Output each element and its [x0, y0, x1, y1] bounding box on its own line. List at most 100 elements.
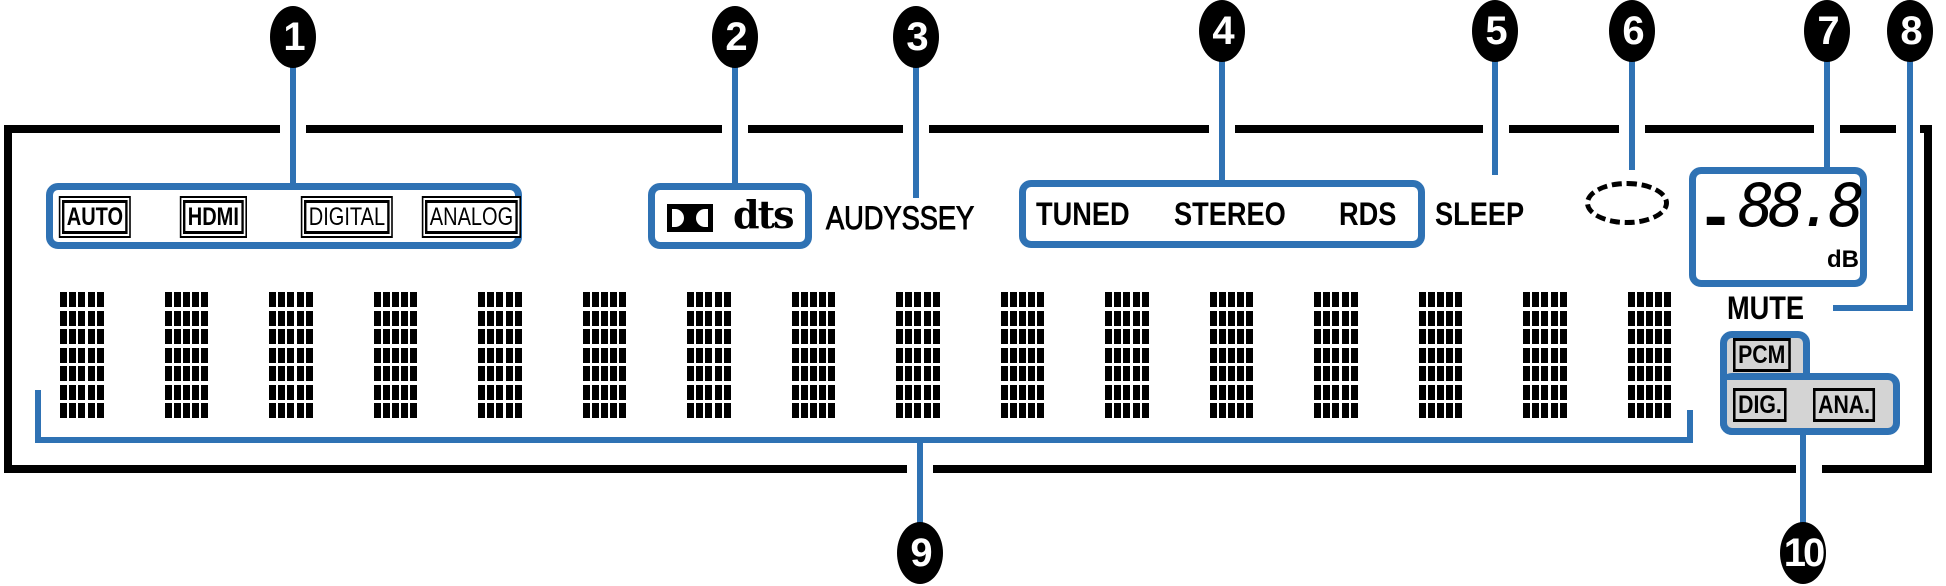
matrix-dot	[591, 403, 599, 418]
callout-line	[732, 60, 738, 186]
matrix-dot	[800, 310, 808, 326]
matrix-dot	[914, 403, 922, 418]
callout-4: 4	[1199, 0, 1245, 62]
matrix-dot	[1645, 310, 1653, 326]
matrix-dot	[1636, 310, 1644, 326]
matrix-dot	[696, 347, 704, 363]
matrix-dot	[1627, 384, 1635, 400]
matrix-dot	[401, 347, 409, 363]
indicator-tuned: TUNED	[1036, 196, 1130, 232]
indicator-analog: ANALOG	[423, 198, 520, 236]
matrix-dot	[1645, 292, 1653, 307]
matrix-dot	[800, 329, 808, 344]
matrix-dot	[1237, 384, 1245, 400]
matrix-dot	[269, 384, 276, 400]
matrix-dot	[1655, 384, 1663, 400]
matrix-dot	[487, 310, 495, 326]
matrix-dot	[1341, 347, 1349, 363]
matrix-dot	[69, 366, 77, 381]
matrix-dot	[687, 292, 694, 307]
matrix-dot	[791, 403, 799, 418]
matrix-dot	[182, 366, 190, 381]
matrix-dot	[201, 329, 209, 344]
matrix-dot	[1636, 384, 1644, 400]
matrix-dot	[478, 329, 485, 344]
matrix-dot	[410, 292, 418, 307]
matrix-dot	[514, 403, 522, 418]
matrix-dot	[791, 310, 799, 326]
matrix-dot	[1141, 292, 1149, 307]
matrix-dot	[1037, 384, 1045, 400]
matrix-dot	[391, 366, 399, 381]
volume-display	[1689, 167, 1867, 287]
volume-digits: 88.8	[1738, 171, 1864, 241]
matrix-dot	[1323, 384, 1331, 400]
matrix-dot	[69, 403, 77, 418]
matrix-dot	[1532, 366, 1540, 381]
matrix-dot	[1427, 366, 1435, 381]
matrix-dot	[1227, 403, 1235, 418]
matrix-dot	[1523, 310, 1530, 326]
matrix-dot	[1455, 292, 1463, 307]
callout-6: 6	[1609, 0, 1655, 62]
sleep-indicator: SLEEP	[1435, 196, 1525, 232]
matrix-dot	[487, 403, 495, 418]
matrix-dot	[1009, 329, 1017, 344]
matrix-dot	[1018, 292, 1026, 307]
matrix-dot	[914, 310, 922, 326]
matrix-dot	[1446, 292, 1454, 307]
matrix-dot	[600, 329, 608, 344]
matrix-dot	[896, 403, 903, 418]
matrix-dot	[269, 403, 276, 418]
matrix-dot	[1427, 347, 1435, 363]
matrix-dot	[305, 403, 313, 418]
matrix-dot	[1436, 366, 1444, 381]
matrix-dot	[1018, 403, 1026, 418]
volume-unit: dB	[1827, 246, 1859, 273]
matrix-dot	[1114, 403, 1122, 418]
matrix-dot	[505, 366, 513, 381]
matrix-dot	[296, 347, 304, 363]
matrix-dot	[819, 310, 827, 326]
matrix-dot	[619, 347, 627, 363]
matrix-dot	[287, 329, 295, 344]
matrix-dot	[896, 366, 903, 381]
matrix-dot	[1028, 310, 1036, 326]
matrix-dot	[696, 329, 704, 344]
matrix-dot	[1436, 403, 1444, 418]
matrix-dot	[1009, 403, 1017, 418]
matrix-dot	[278, 329, 286, 344]
callout-line	[1833, 305, 1913, 311]
matrix-dot	[1227, 366, 1235, 381]
matrix-dot	[1009, 384, 1017, 400]
matrix-dot	[932, 310, 940, 326]
matrix-dot	[1559, 384, 1567, 400]
matrix-dot	[1350, 403, 1358, 418]
matrix-dot	[828, 347, 836, 363]
matrix-dot	[1559, 329, 1567, 344]
matrix-dot	[723, 310, 731, 326]
matrix-dot	[1627, 347, 1635, 363]
callout-line	[35, 390, 41, 443]
matrix-dot	[1541, 329, 1549, 344]
audyssey-indicator: AUDYSSEY	[826, 200, 975, 237]
matrix-dot	[714, 366, 722, 381]
matrix-dot	[96, 384, 104, 400]
matrix-dot	[173, 310, 181, 326]
matrix-dot	[1446, 347, 1454, 363]
matrix-dot	[714, 347, 722, 363]
matrix-dot	[296, 329, 304, 344]
matrix-dot	[373, 347, 381, 363]
matrix-dot	[791, 292, 799, 307]
matrix-dot	[1523, 292, 1530, 307]
matrix-dot	[505, 384, 513, 400]
matrix-dot	[932, 347, 940, 363]
matrix-dot	[182, 384, 190, 400]
matrix-dot	[1323, 347, 1331, 363]
matrix-dot	[1123, 292, 1131, 307]
matrix-dot	[1541, 384, 1549, 400]
matrix-dot	[60, 384, 67, 400]
matrix-dot	[401, 329, 409, 344]
matrix-dot	[478, 347, 485, 363]
matrix-dot	[269, 347, 276, 363]
